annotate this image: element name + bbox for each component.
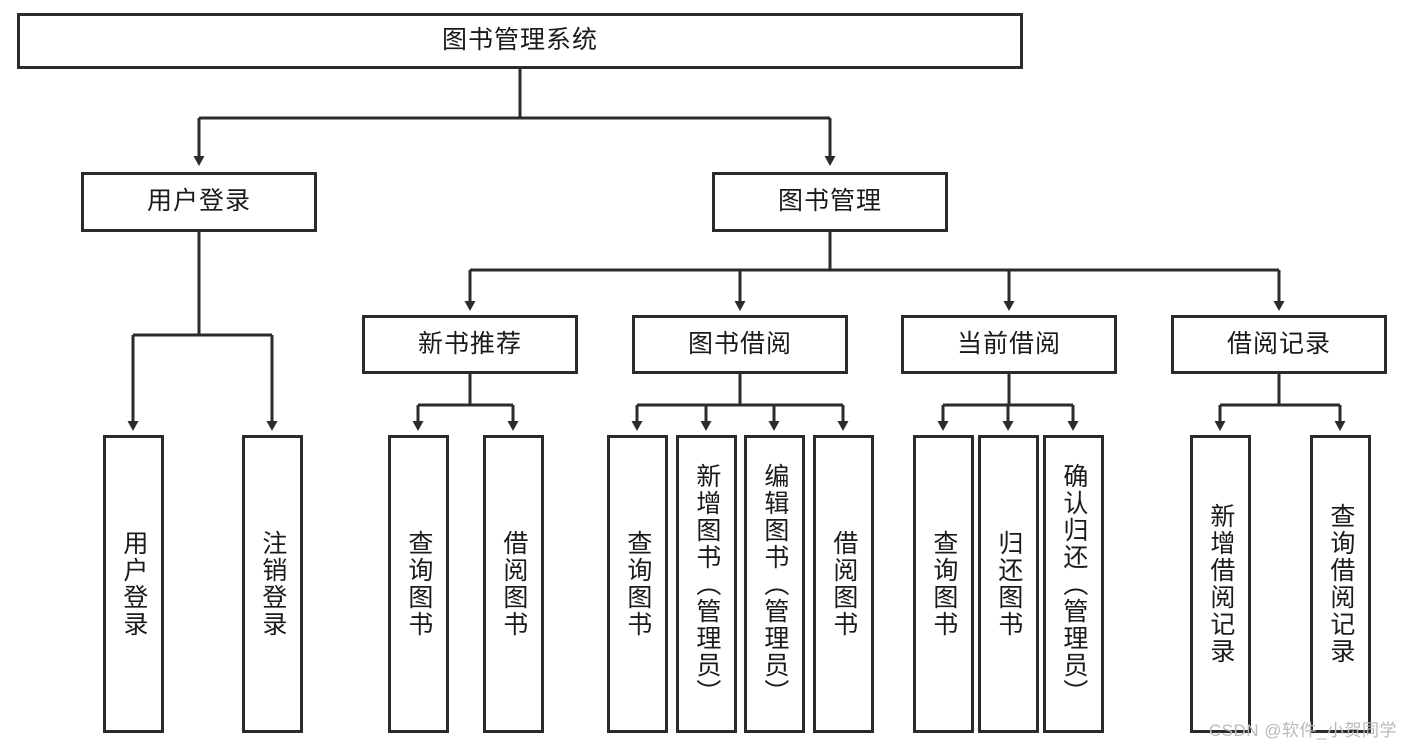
node-leaf-confirm-return[interactable]: 确认归还（管理员）: [1043, 435, 1104, 733]
node-book-borrow[interactable]: 图书借阅: [632, 315, 848, 374]
node-root-system[interactable]: 图书管理系统: [17, 13, 1023, 69]
node-current-borrow[interactable]: 当前借阅: [901, 315, 1117, 374]
node-label: 查询图书: [404, 530, 433, 638]
node-leaf-user-login[interactable]: 用户登录: [103, 435, 164, 733]
node-leaf-borrow-book-2[interactable]: 借阅图书: [813, 435, 874, 733]
node-leaf-add-record[interactable]: 新增借阅记录: [1190, 435, 1251, 733]
node-leaf-borrow-book-1[interactable]: 借阅图书: [483, 435, 544, 733]
node-new-book-recommend[interactable]: 新书推荐: [362, 315, 578, 374]
node-book-management[interactable]: 图书管理: [712, 172, 948, 232]
node-leaf-query-book-3[interactable]: 查询图书: [913, 435, 974, 733]
node-label: 编辑图书（管理员）: [760, 462, 789, 706]
node-leaf-edit-book[interactable]: 编辑图书（管理员）: [744, 435, 805, 733]
watermark-text: CSDN @软件_小贺同学: [1208, 721, 1397, 740]
node-label: 注销登录: [258, 530, 287, 638]
node-label: 新增借阅记录: [1206, 503, 1235, 665]
node-label: 借阅图书: [499, 530, 528, 638]
node-leaf-query-record[interactable]: 查询借阅记录: [1310, 435, 1371, 733]
node-borrow-record[interactable]: 借阅记录: [1171, 315, 1387, 374]
node-label: 确认归还（管理员）: [1059, 462, 1088, 706]
node-leaf-query-book-2[interactable]: 查询图书: [607, 435, 668, 733]
node-label: 查询图书: [929, 530, 958, 638]
node-label: 查询图书: [623, 530, 652, 638]
node-label: 查询借阅记录: [1326, 503, 1355, 665]
node-leaf-query-book-1[interactable]: 查询图书: [388, 435, 449, 733]
node-label: 用户登录: [119, 530, 148, 638]
node-label: 新增图书（管理员）: [692, 462, 721, 706]
node-leaf-return-book[interactable]: 归还图书: [978, 435, 1039, 733]
node-leaf-logout-login[interactable]: 注销登录: [242, 435, 303, 733]
node-leaf-add-book[interactable]: 新增图书（管理员）: [676, 435, 737, 733]
node-label: 归还图书: [994, 530, 1023, 638]
node-label: 借阅图书: [829, 530, 858, 638]
node-user-login[interactable]: 用户登录: [81, 172, 317, 232]
